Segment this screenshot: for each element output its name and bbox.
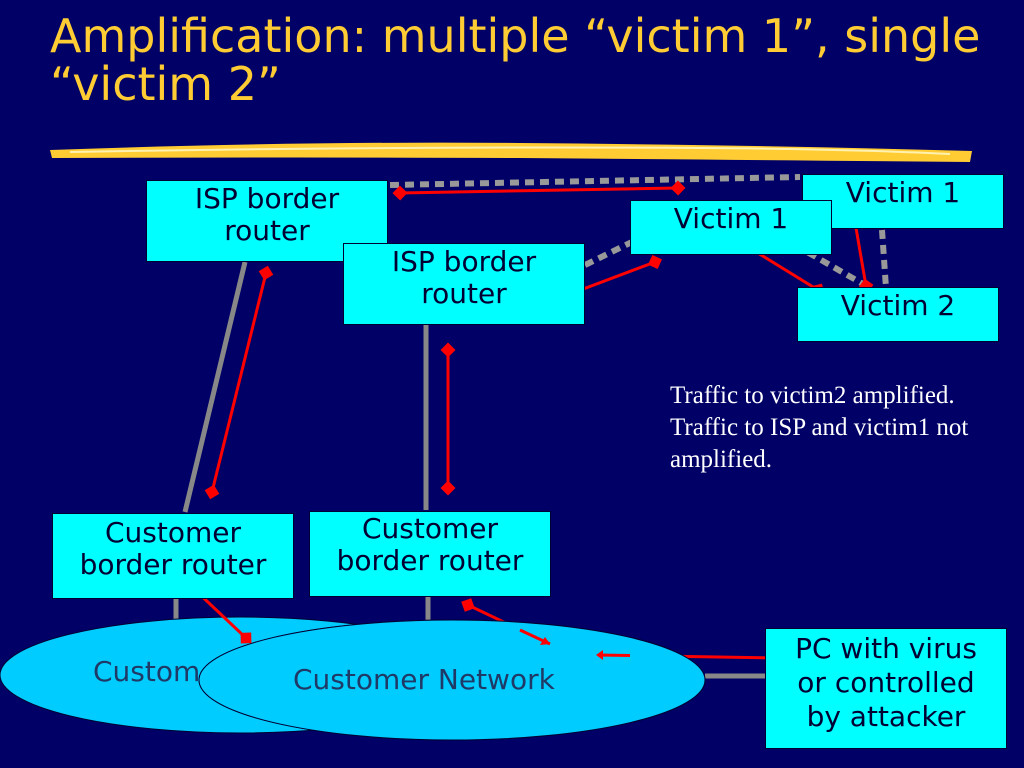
dotted-isp1-victim1: [389, 174, 801, 188]
pc-with-virus: PC with virus or controlled by attacker: [765, 628, 1007, 749]
arrow-isp1-cust1: [204, 265, 274, 500]
amplification-note: Traffic to victim2 amplified. Traffic to…: [670, 382, 969, 473]
customer-border-router-2: Customer border router: [309, 511, 551, 597]
arrow-isp1-victim1: [392, 180, 686, 201]
title-underline-highlight: [69, 146, 951, 155]
title-underline: [50, 142, 972, 162]
customer-network-label-front: Customer Network: [293, 663, 555, 696]
dotted-isp2-victim1: [583, 239, 634, 268]
arrow-victim1b-victim2: [847, 214, 874, 294]
victim1-box-back: Victim 1: [802, 174, 1004, 229]
customer-border-router-1: Customer border router: [52, 513, 294, 599]
isp-border-router-2: ISP border router: [343, 243, 585, 325]
dotted-victim1b-victim2: [879, 229, 889, 289]
victim1-box-front: Victim 1: [630, 200, 832, 255]
slide-title: Amplification: multiple “victim 1”, sing…: [50, 9, 981, 111]
victim2-box: Victim 2: [797, 287, 999, 342]
